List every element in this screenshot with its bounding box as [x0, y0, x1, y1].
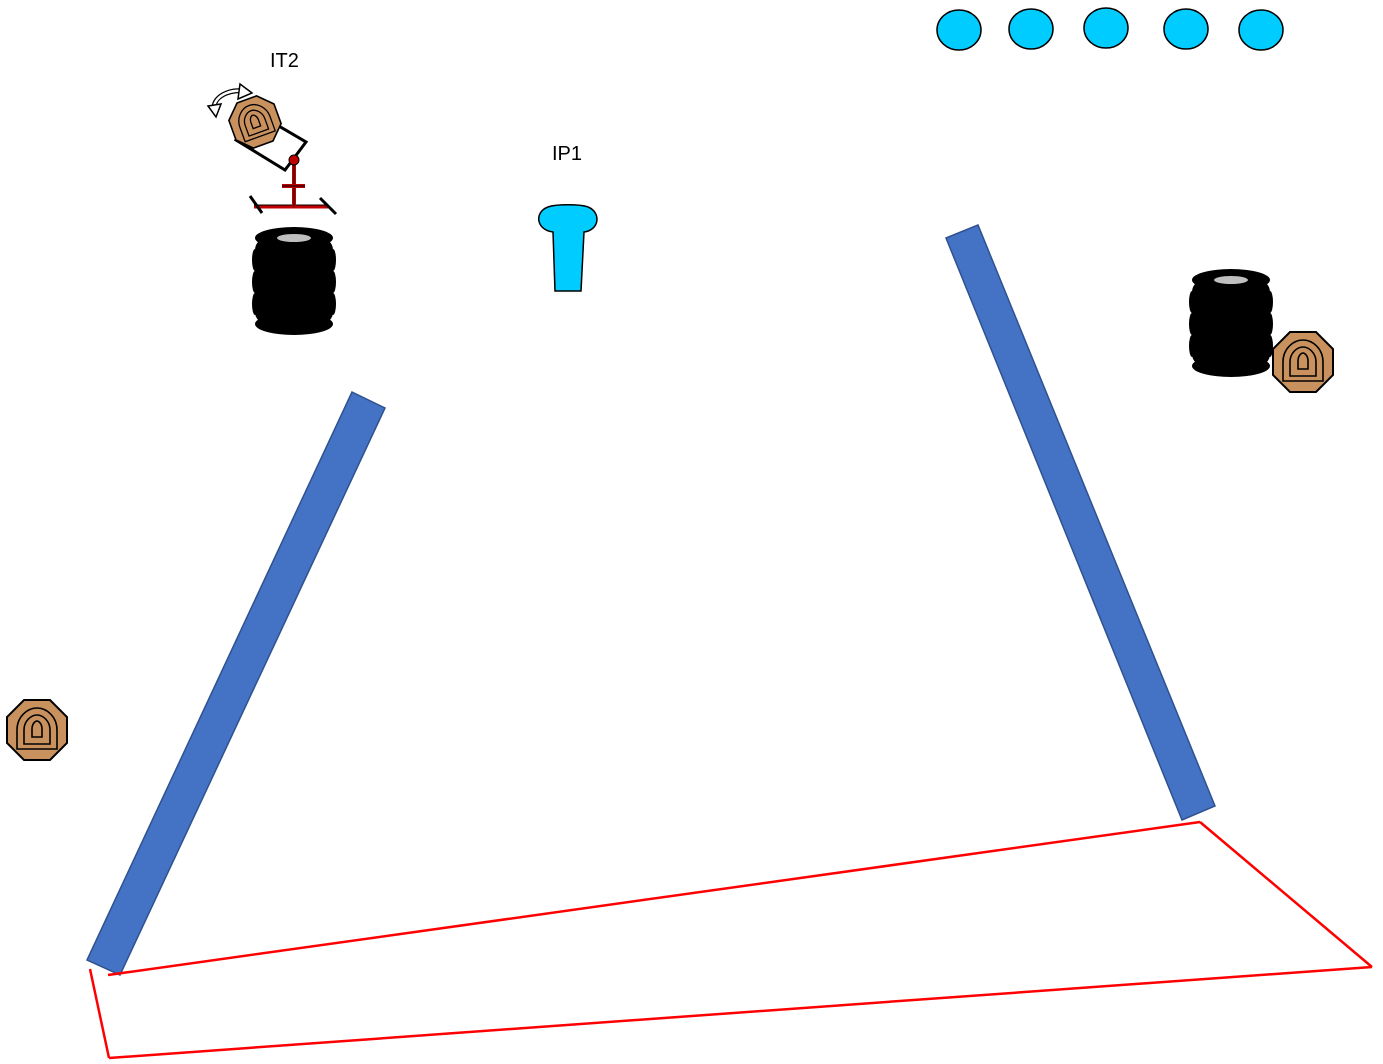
plate-target-icon [1163, 8, 1209, 50]
wall-right [945, 224, 1216, 821]
rotate-arrow-icon [206, 82, 254, 119]
plate-target-icon [1083, 7, 1129, 49]
swinger-target-icon [206, 82, 338, 216]
label-it2: IT2 [270, 50, 299, 72]
plate-target-icon [936, 9, 982, 51]
barrel-stack-icon [1189, 269, 1273, 377]
label-ip1: IP1 [552, 143, 583, 165]
plate-target-icon [1008, 8, 1054, 50]
steel-target-icon [6, 699, 68, 761]
shooting-area-icon [88, 820, 1373, 1060]
plate-target-icon [1238, 9, 1284, 51]
wall-left [86, 390, 386, 976]
steel-target-icon [1272, 331, 1334, 393]
popper-icon [538, 204, 598, 292]
plate-rack [936, 7, 1284, 51]
barrel-stack-icon [252, 227, 336, 335]
